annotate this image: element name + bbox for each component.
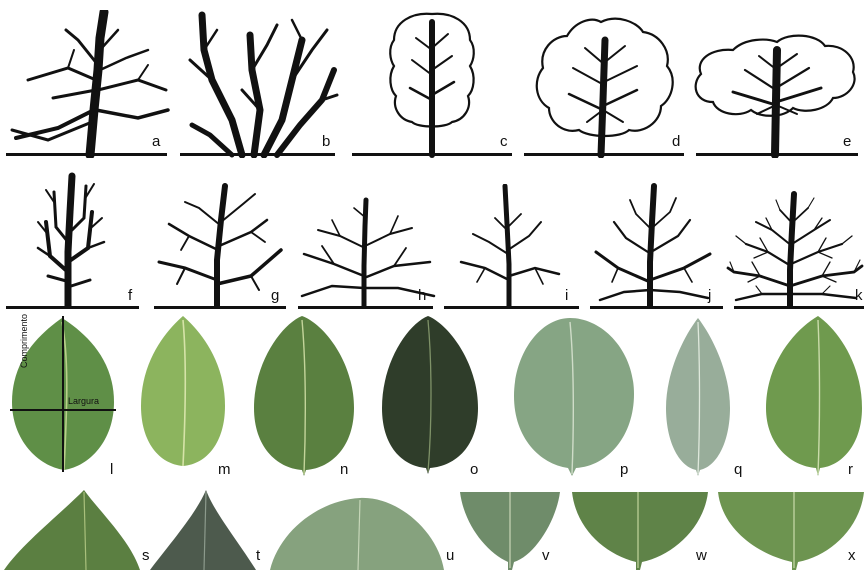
tree-panel-c [352, 10, 512, 158]
width-label: Largura [68, 397, 99, 406]
tree-panel-h [298, 196, 438, 308]
panel-label-c: c [500, 134, 508, 149]
leaf-tip-panel-t [148, 488, 256, 570]
leaf-panel-n [252, 314, 356, 476]
ground-line-k [734, 306, 864, 309]
panel-label-m: m [218, 462, 231, 477]
tree-panel-j [592, 182, 717, 308]
ground-line-b [180, 153, 335, 156]
tree-panel-k [726, 190, 864, 308]
panel-label-n: n [340, 462, 348, 477]
leaf-panel-p [512, 314, 636, 476]
panel-label-i: i [565, 288, 568, 303]
panel-label-e: e [843, 134, 851, 149]
panel-label-g: g [271, 288, 279, 303]
panel-label-v: v [542, 548, 550, 563]
tree-panel-b [182, 10, 342, 158]
panel-label-x: x [848, 548, 856, 563]
panel-label-u: u [446, 548, 454, 563]
leaf-panel-o [380, 314, 480, 474]
tree-panel-a [8, 10, 173, 158]
panel-label-k: k [855, 288, 863, 303]
panel-label-p: p [620, 462, 628, 477]
tree-panel-e [693, 10, 858, 158]
tree-panel-g [155, 180, 285, 308]
panel-label-q: q [734, 462, 742, 477]
panel-label-b: b [322, 134, 330, 149]
leaf-tip-panel-s [0, 488, 140, 570]
panel-label-s: s [142, 548, 150, 563]
leaf-panel-m [137, 314, 229, 468]
panel-label-f: f [128, 288, 132, 303]
leaf-base-panel-x [718, 492, 864, 570]
panel-label-l: l [110, 462, 113, 477]
panel-label-r: r [848, 462, 853, 477]
panel-label-j: j [708, 288, 711, 303]
leaf-panel-q [664, 316, 732, 476]
length-label: Comprimento [20, 314, 29, 368]
ground-line-e [696, 153, 858, 156]
panel-label-o: o [470, 462, 478, 477]
panel-label-d: d [672, 134, 680, 149]
panel-label-t: t [256, 548, 260, 563]
tree-panel-d [525, 10, 685, 158]
ground-line-d [524, 153, 684, 156]
leaf-tip-panel-u [268, 492, 444, 570]
leaf-panel-r [762, 314, 864, 476]
panel-label-w: w [696, 548, 707, 563]
ground-line-c [352, 153, 512, 156]
ground-line-f [6, 306, 139, 309]
leaf-base-panel-w [572, 492, 708, 570]
ground-line-g [154, 306, 286, 309]
ground-line-h [298, 306, 433, 309]
panel-label-h: h [418, 288, 426, 303]
ground-line-i [444, 306, 579, 309]
tree-panel-i [455, 184, 565, 308]
ground-line-a [6, 153, 167, 156]
ground-line-j [590, 306, 723, 309]
tree-panel-f [28, 172, 118, 307]
panel-label-a: a [152, 134, 160, 149]
